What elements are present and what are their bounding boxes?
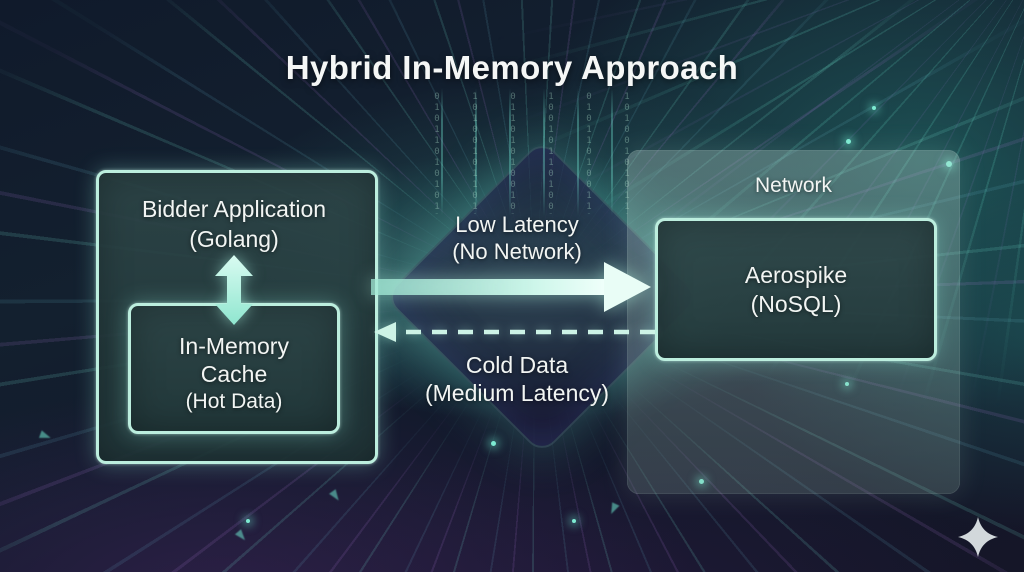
cold-path-label-line2: (Medium Latency) [424,380,610,406]
glow-dot [846,139,851,144]
binary-column: 0101101001101 [584,92,594,214]
glow-dot [572,519,576,523]
glow-dot [699,479,704,484]
binary-column: 1001011010010 [546,92,556,214]
cache-subtitle: (Hot Data) [185,390,283,413]
binary-column: 0110101001011 [508,92,518,214]
bidirectional-arrow-icon [215,255,253,325]
cold-path-arrow-icon [374,322,655,342]
glow-dot [946,161,952,167]
glow-dot [246,519,250,523]
bidder-subtitle: (Golang) [189,226,279,252]
hot-path-arrow-icon [371,262,651,312]
bidder-title: Bidder Application [141,196,327,222]
glow-dot [872,106,876,110]
cache-title-line2: Cache [200,361,268,387]
binary-rain: 0101101010110 1010010110100 011010100101… [432,92,632,214]
cache-title-line1: In-Memory [179,333,289,359]
cold-path-label-line1: Cold Data [465,352,569,378]
hot-path-label: Low Latency (No Network) [402,211,632,265]
binary-column: 1010010110100 [470,92,480,214]
glow-dot [491,441,496,446]
network-panel-label: Network [754,174,833,197]
page-title: Hybrid In-Memory Approach [285,49,739,86]
aerospike-subtitle: (NoSQL) [750,290,842,317]
hot-path-label-line1: Low Latency [455,212,579,237]
aerospike-box: Aerospike (NoSQL) [655,218,937,361]
bidder-application-label: Bidder Application (Golang) [96,194,372,254]
aerospike-title: Aerospike [744,261,848,288]
digital-rain-lines [425,88,637,216]
hot-path-label-line2: (No Network) [452,239,582,264]
binary-column: 1010010101100 [622,92,632,214]
cold-path-label: Cold Data (Medium Latency) [397,351,637,407]
binary-column: 0101101010110 [432,92,442,214]
glow-dot [845,382,849,386]
sparkle-icon [958,517,998,557]
